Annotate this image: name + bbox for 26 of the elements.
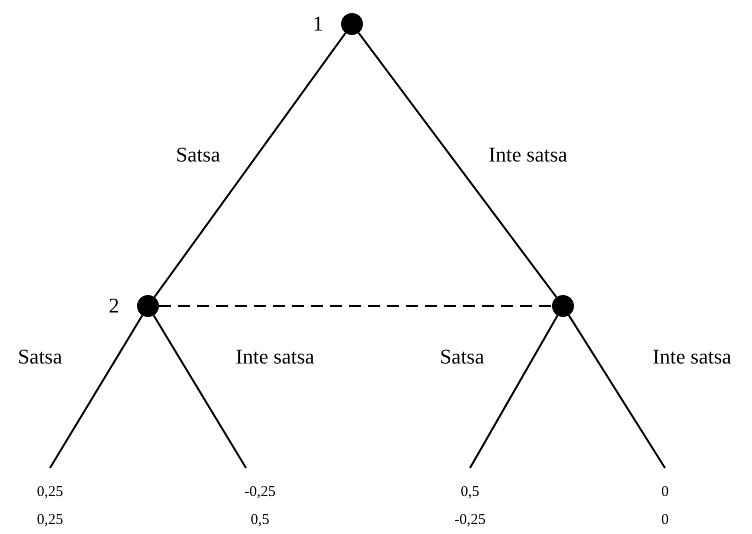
dashed-line — [159, 305, 552, 307]
tree-branch — [568, 314, 666, 469]
payoff-value: -0,25 — [244, 483, 276, 502]
player-number: 1 — [312, 12, 324, 36]
edge-label: Inte satsa — [488, 142, 568, 168]
edge-label: Satsa — [440, 344, 484, 370]
payoff-value: 0,5 — [460, 483, 480, 502]
decision-node — [552, 295, 574, 317]
edge-label: Inte satsa — [236, 344, 314, 370]
decision-node — [341, 13, 363, 35]
payoff-value: 0,5 — [250, 511, 270, 530]
tree-branch — [152, 314, 247, 469]
payoff-value: 0 — [661, 483, 669, 502]
payoff-value: -0,25 — [454, 511, 486, 530]
payoff-value: 0,25 — [36, 483, 64, 502]
edge-label: Satsa — [176, 142, 220, 168]
decision-node — [137, 295, 159, 317]
edge-label: Inte satsa — [652, 344, 732, 370]
tree-branch — [49, 314, 144, 469]
player-number: 2 — [108, 294, 120, 318]
edge-label: Satsa — [18, 344, 62, 370]
payoff-value: 0,25 — [36, 511, 64, 530]
payoff-value: 0 — [661, 511, 669, 530]
tree-branch — [469, 315, 558, 468]
tree-branch — [358, 32, 558, 298]
tree-branch — [154, 32, 346, 298]
